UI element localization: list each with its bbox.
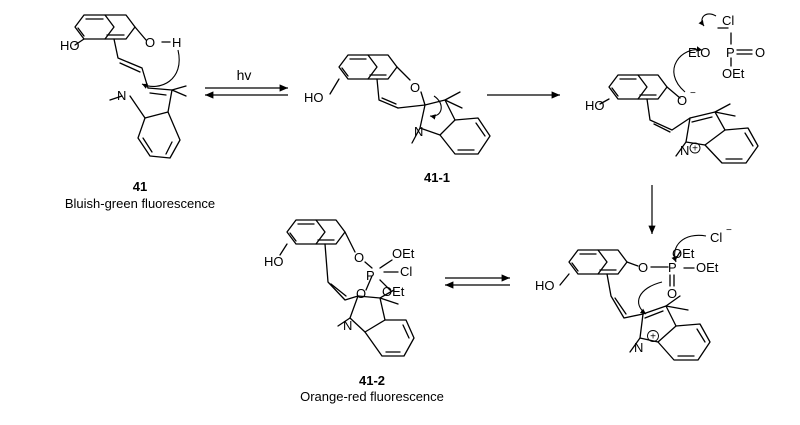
- oxygen-label: O: [354, 250, 364, 265]
- oxygen-label: O: [410, 80, 420, 95]
- hydrogen-label: H: [172, 35, 181, 50]
- curved-arrow: [673, 46, 703, 93]
- hydroxyl-label: HO: [60, 38, 80, 53]
- positive-charge-circle: [689, 142, 701, 154]
- ethoxy-label: OEt: [382, 284, 405, 299]
- chlorine-label: Cl: [710, 230, 722, 245]
- positive-charge: +: [692, 144, 698, 155]
- positive-charge-circle: [647, 330, 659, 342]
- ethoxy-label: OEt: [696, 260, 719, 275]
- positive-charge: +: [650, 332, 656, 343]
- phosphorus-label: P: [668, 260, 677, 275]
- nitrogen-label: N: [414, 124, 423, 139]
- hydroxyl-label: HO: [535, 278, 555, 293]
- structure-41: HO O H N 41 Bluish-green fluorescence: [60, 14, 215, 211]
- oxygen-label: O: [667, 286, 677, 301]
- curved-arrow: [638, 281, 663, 315]
- ethoxy-label: EtO: [688, 45, 710, 60]
- oxygen-label: O: [638, 260, 648, 275]
- hydroxyl-label: HO: [264, 254, 284, 269]
- curved-arrow: [671, 234, 707, 263]
- nitrogen-label: N: [117, 88, 126, 103]
- hydroxyl-label: HO: [585, 98, 605, 113]
- negative-charge: −: [726, 225, 732, 236]
- ethoxy-label: OEt: [722, 66, 745, 81]
- structure-41-2: HO O P OEt Cl OEt O N 41-2 Orange-red fl…: [264, 219, 444, 404]
- nitrogen-label: N: [634, 340, 643, 355]
- condition-label: hv: [237, 67, 252, 83]
- equilibrium-arrow-hv: hv: [205, 67, 288, 99]
- ethoxy-label: OEt: [672, 246, 695, 261]
- structure-41-1: HO O N 41-1: [304, 54, 491, 185]
- compound-id: 41-2: [359, 373, 385, 388]
- oxygen-label: O: [677, 93, 687, 108]
- structure-phosphate-intermediate: HO O P OEt OEt O Cl − N +: [535, 225, 732, 361]
- phosphorus-label: P: [366, 268, 375, 283]
- curved-arrow: [429, 95, 442, 120]
- compound-id: 41: [133, 179, 147, 194]
- curved-arrow: [141, 49, 180, 89]
- oxygen-label: O: [356, 286, 366, 301]
- phosphorus-label: P: [726, 45, 735, 60]
- compound-caption: Orange-red fluorescence: [300, 389, 444, 404]
- curved-arrow: [698, 13, 717, 27]
- ethoxy-label: OEt: [392, 246, 415, 261]
- nitrogen-label: N: [680, 143, 689, 158]
- chlorine-label: Cl: [400, 264, 412, 279]
- compound-caption: Bluish-green fluorescence: [65, 196, 215, 211]
- nitrogen-label: N: [343, 318, 352, 333]
- chlorine-label: Cl: [722, 13, 734, 28]
- negative-charge: −: [690, 88, 696, 99]
- compound-id: 41-1: [424, 170, 450, 185]
- hydroxyl-label: HO: [304, 90, 324, 105]
- structure-phenolate-intermediate: HO O − N + Cl EtO P O OEt: [585, 13, 765, 164]
- oxygen-label: O: [755, 45, 765, 60]
- oxygen-label: O: [145, 35, 155, 50]
- equilibrium-arrow: [445, 274, 510, 289]
